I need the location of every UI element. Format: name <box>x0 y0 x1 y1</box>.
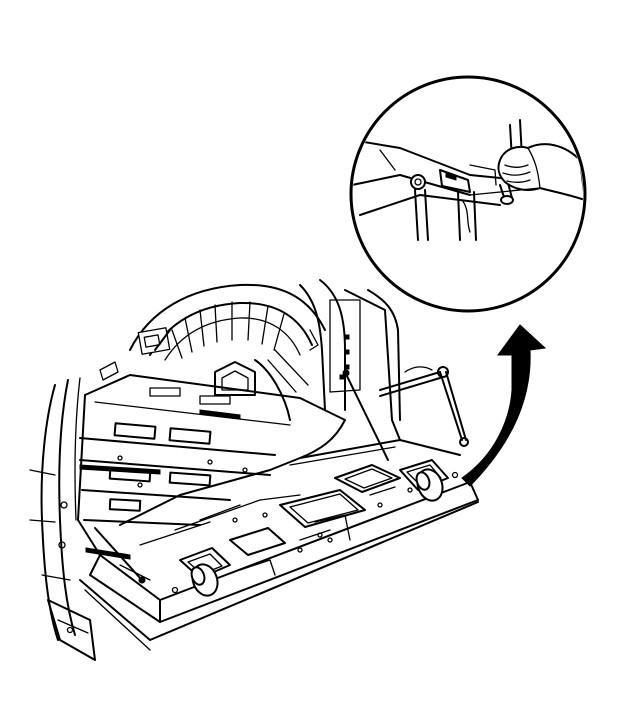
hand-icon <box>497 143 583 201</box>
bolt-icon <box>138 576 146 584</box>
rear-pillar <box>299 279 469 447</box>
curved-arrow-icon <box>461 324 547 487</box>
detail-inset <box>349 75 587 313</box>
rear-sill-panel <box>79 459 479 651</box>
fastener-callouts <box>94 329 389 584</box>
cargo-floor <box>77 374 461 560</box>
left-body-side-panel <box>29 377 96 661</box>
wheelhouse <box>129 283 326 421</box>
